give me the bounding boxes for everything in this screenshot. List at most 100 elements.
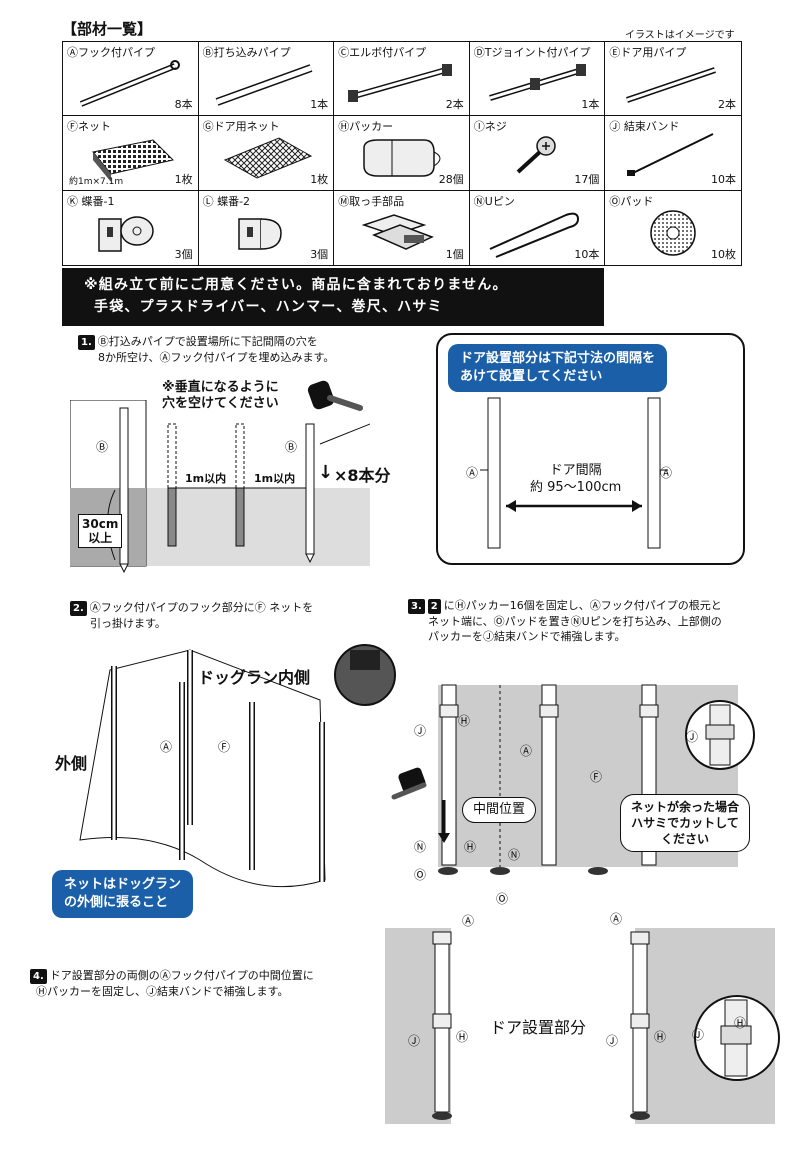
pad-icon bbox=[650, 209, 697, 256]
step-4-zoom-h: Ⓗ bbox=[734, 1016, 747, 1030]
door-a-left: Ⓐ bbox=[466, 466, 479, 480]
step-3-n2-label: Ⓝ bbox=[508, 848, 521, 862]
hinge-1-icon bbox=[98, 215, 154, 252]
door-area-label: ドア設置部分 bbox=[490, 1018, 587, 1037]
part-qty: 28個 bbox=[438, 172, 464, 186]
cable-tie-icon bbox=[627, 133, 714, 177]
part-qty: 1枚 bbox=[310, 172, 329, 186]
vertical-note-line-2: 穴を空けてください bbox=[162, 396, 279, 411]
part-cell-i: Ⓘネジ 17個 bbox=[469, 116, 606, 191]
u-pin-icon bbox=[489, 212, 579, 258]
step-4-j-left: Ⓙ bbox=[408, 1034, 421, 1048]
part-qty: 1個 bbox=[445, 248, 464, 261]
part-cell-h: Ⓗパッカー 28個 bbox=[334, 116, 470, 191]
part-cell-c: Ⓒエルボ付パイプ 2本 bbox=[334, 42, 470, 117]
elbow-pipe-icon bbox=[348, 64, 453, 102]
step-3-o-label: Ⓞ bbox=[414, 868, 427, 882]
vertical-note-line-1: ※垂直になるように bbox=[162, 380, 279, 395]
step-4-j-right: Ⓙ bbox=[606, 1034, 619, 1048]
part-cell-f: Ⓕネット 約1m×7.1m 1枚 bbox=[63, 116, 199, 191]
step-1-text: 1.Ⓑ打込みパイプで設置場所に下記間隔の穴を 8か所空け、Ⓐフック付パイプを埋め… bbox=[78, 334, 334, 365]
part-label: Ⓘネジ bbox=[473, 120, 507, 134]
part-cell-b: Ⓑ打ち込みパイプ 1本 bbox=[198, 42, 335, 117]
packer-icon bbox=[363, 139, 441, 178]
step-3-h2-label: Ⓗ bbox=[464, 840, 477, 854]
part-label: Ⓛ 蝶番-2 bbox=[202, 194, 251, 208]
cut-line-1: ネットが余った場合 bbox=[631, 800, 740, 814]
step-3-j-label: Ⓙ bbox=[414, 724, 427, 738]
hinge-2-icon bbox=[237, 217, 282, 250]
part-qty: 1本 bbox=[310, 98, 329, 112]
driving-pipe-icon bbox=[215, 64, 312, 106]
down-arrow-icon: ↓ bbox=[318, 462, 334, 483]
part-cell-o: Ⓞパッド 10枚 bbox=[605, 191, 741, 265]
cut-line-2: ハサミでカットして bbox=[631, 816, 739, 830]
step-4-text: 4.ドア設置部分の両側のⒶフック付パイプの中間位置に Ⓗパッカーを固定し、Ⓙ結束… bbox=[30, 968, 314, 999]
door-gap-label: ドア間隔 約 95～100cm bbox=[530, 462, 621, 496]
part-qty: 8本 bbox=[174, 98, 193, 112]
step-4-diagram bbox=[385, 928, 780, 1124]
part-cell-j: Ⓙ 結束バンド 10本 bbox=[605, 116, 741, 191]
door-net-icon bbox=[223, 137, 312, 179]
door-spacing-diagram bbox=[480, 397, 668, 549]
step-4-line-1: ドア設置部分の両側のⒶフック付パイプの中間位置に bbox=[49, 969, 314, 982]
part-qty: 1本 bbox=[581, 98, 600, 112]
part-label: Ⓞパッド bbox=[609, 194, 654, 208]
part-label: Ⓙ 結束バンド bbox=[609, 120, 680, 134]
step-3-diagram bbox=[391, 684, 755, 875]
screw-icon bbox=[516, 136, 556, 174]
t-joint-pipe-icon bbox=[488, 64, 586, 101]
warning-line-1: ※組み立て前にご用意ください。商品に含まれておりません。 bbox=[84, 277, 508, 293]
step-2-line-1: Ⓐフック付パイプのフック部分にⒻ ネットを bbox=[89, 601, 314, 614]
inside-label: ドッグラン内側 bbox=[198, 668, 311, 687]
part-note: 約1m×7.1m bbox=[69, 176, 124, 187]
part-qty: 3個 bbox=[174, 248, 193, 261]
handle-part-icon bbox=[361, 213, 435, 250]
callout-line-2: あけて設置してください bbox=[460, 369, 603, 384]
step-1-line-1: Ⓑ打込みパイプで設置場所に下記間隔の穴を bbox=[97, 335, 318, 348]
part-label: Ⓗパッカー bbox=[338, 120, 394, 134]
outside-label: 外側 bbox=[55, 754, 88, 773]
part-label: Ⓕネット bbox=[67, 120, 111, 134]
part-label: ⓃUピン bbox=[473, 194, 515, 208]
step-3-ref-number: 2 bbox=[427, 599, 441, 614]
part-cell-l: Ⓛ 蝶番-2 3個 bbox=[199, 190, 335, 265]
vertical-note: ※垂直になるように 穴を空けてください bbox=[162, 380, 279, 412]
part-label: Ⓖドア用ネット bbox=[202, 120, 280, 134]
part-cell-k: Ⓚ 蝶番-1 3個 bbox=[63, 190, 199, 265]
hammer-icon bbox=[307, 380, 363, 411]
step-4-a-right: Ⓐ bbox=[610, 912, 623, 926]
part-label: Ⓔドア用パイプ bbox=[609, 46, 687, 59]
step-4-a-left: Ⓐ bbox=[462, 914, 475, 928]
step-2-a-label: Ⓐ bbox=[160, 740, 173, 754]
b-label-2: Ⓑ bbox=[285, 440, 298, 454]
illustration-note: イラストはイメージです bbox=[625, 30, 735, 41]
door-a-right: Ⓐ bbox=[660, 466, 673, 480]
step-4-number: 4. bbox=[30, 969, 47, 984]
step-3-a-label: Ⓐ bbox=[520, 744, 533, 758]
warning-line-2: 手袋、プラスドライバー、ハンマー、巻尺、ハサミ bbox=[94, 299, 443, 315]
depth-line-2: 以上 bbox=[88, 531, 113, 545]
part-qty: 1枚 bbox=[174, 172, 193, 186]
callout-line-1: ドア設置部分は下記寸法の間隔を bbox=[460, 351, 656, 366]
interval-label-1: 1m以内 bbox=[185, 472, 227, 485]
parts-list-title: 【部材一覧】 bbox=[62, 20, 153, 38]
part-cell-g: Ⓖドア用ネット 1枚 bbox=[198, 116, 335, 191]
part-qty: 2本 bbox=[445, 98, 464, 112]
part-qty: 2本 bbox=[718, 98, 736, 112]
part-label: Ⓚ 蝶番-1 bbox=[67, 194, 115, 208]
step-1-diagram bbox=[70, 400, 370, 574]
net-note-line-1: ネットはドッグラン bbox=[64, 877, 182, 892]
outside-net-note: ネットはドッグラン の外側に張ること bbox=[52, 870, 194, 918]
depth-line-1: 30cm bbox=[82, 517, 119, 531]
b-label: Ⓑ bbox=[96, 440, 109, 454]
part-cell-n: ⓃUピン 10本 bbox=[470, 190, 606, 265]
part-label: Ⓒエルボ付パイプ bbox=[338, 46, 427, 59]
step-2-text: 2.Ⓐフック付パイプのフック部分にⒻ ネットを 引っ掛けます。 bbox=[70, 600, 313, 631]
part-qty: 3個 bbox=[310, 248, 329, 261]
depth-label: 30cm 以上 bbox=[78, 514, 123, 548]
step-3-f-label: Ⓕ bbox=[590, 770, 603, 784]
step-1-line-2: 8か所空け、Ⓐフック付パイプを埋め込みます。 bbox=[98, 351, 335, 364]
part-qty: 10本 bbox=[574, 248, 600, 261]
